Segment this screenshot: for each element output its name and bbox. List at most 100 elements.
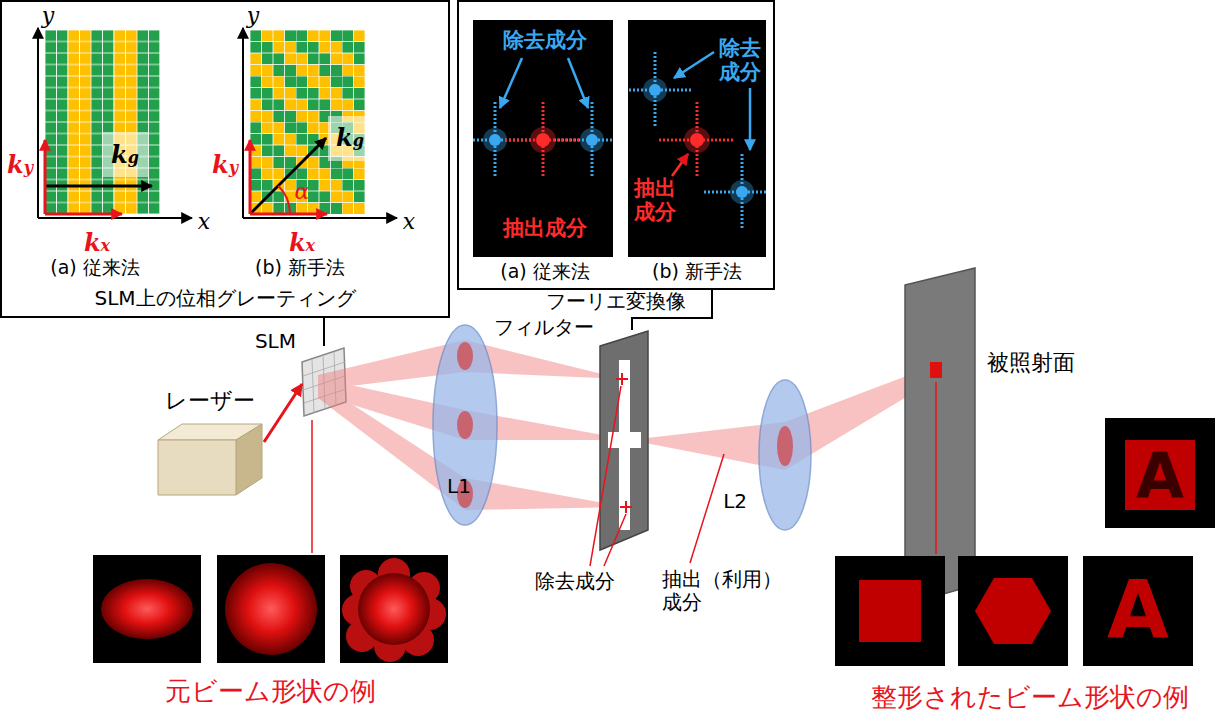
- original-beam-example: [93, 555, 448, 663]
- vector-label: ky: [7, 151, 33, 179]
- original-beam-example: [340, 555, 448, 663]
- vector-label: kg: [336, 124, 364, 152]
- laser-body: [158, 440, 236, 495]
- sub-caption: (b) 新手法: [652, 261, 742, 283]
- original-beam-example: [225, 563, 317, 655]
- shaped-beam-example: [835, 556, 945, 666]
- shaped-beam-example: [1083, 556, 1193, 666]
- leader-line: [604, 514, 626, 566]
- lens: [759, 380, 811, 530]
- example-caption: 整形されたビーム形状の例: [871, 683, 1189, 713]
- phase-grating-a: [38, 28, 192, 218]
- fourier-image-b: [659, 102, 735, 178]
- node-label: L1: [447, 475, 471, 498]
- phase-grating-a: [45, 213, 122, 216]
- laser-source: レーザー: [156, 420, 264, 497]
- shaped-beam-example: [1105, 418, 1215, 528]
- connector-arrow: [323, 318, 325, 346]
- phase-grating-b: [278, 186, 290, 214]
- fourier-image-a: [473, 102, 533, 178]
- fourier-image-b: [674, 52, 714, 78]
- node-label: フィルター: [494, 316, 594, 339]
- lens: [433, 325, 497, 525]
- fourier-image-b: [704, 154, 766, 230]
- fourier-image-b: [628, 52, 693, 128]
- shaped-beam-example: [1125, 440, 1195, 510]
- phase-grating-a: [37, 28, 39, 218]
- axis-label: x: [198, 209, 210, 234]
- shape-letter: A: [1136, 445, 1184, 507]
- vector-label: kx: [289, 229, 315, 257]
- sub-caption: (a) 従来法: [500, 261, 590, 283]
- phase-grating-b: [250, 138, 326, 214]
- shaped-beam-example: [835, 418, 1215, 666]
- phase-grating-b: [243, 217, 397, 219]
- shaped-beam-example: [859, 580, 921, 642]
- target-screen: 被照射面: [903, 266, 977, 608]
- node-label: 被照射面: [987, 350, 1075, 375]
- angle-label: α: [295, 179, 310, 204]
- component-label: 除去成分: [535, 570, 615, 593]
- vector-label: kg: [111, 141, 139, 169]
- component-label: 抽出成分: [503, 216, 587, 240]
- node-label: SLM上の位相グレーティング: [2, 287, 448, 310]
- target-screen: [905, 268, 975, 605]
- lens: L2: [759, 380, 811, 530]
- laser-body: [236, 424, 262, 495]
- phase-grating-b: [242, 28, 244, 218]
- lens: [457, 411, 473, 439]
- component-label: 除去成分: [717, 36, 763, 84]
- lens: L1: [433, 325, 497, 525]
- leader-line: [312, 382, 936, 566]
- node-label: フーリエ変換像: [439, 290, 793, 313]
- fourier-image-a: [568, 58, 588, 108]
- leader-line: [935, 382, 937, 554]
- spatial-filter: フィルター: [598, 330, 650, 552]
- node-label: L2: [723, 490, 747, 513]
- connector-arrow: [264, 384, 302, 442]
- original-beam-example: [93, 555, 201, 663]
- component-label: 抽出（利用）成分: [662, 568, 790, 614]
- phase-grating-a: [38, 217, 192, 219]
- phase-grating-a: [45, 30, 160, 214]
- phase-grating-b: [328, 116, 373, 161]
- fourier-image-b: [617, 20, 780, 257]
- shape-letter: A: [1107, 571, 1169, 651]
- fourier-image-a: [500, 58, 522, 108]
- sub-caption: (a) 従来法: [50, 257, 140, 279]
- phase-grating-b: [250, 213, 327, 216]
- fourier-image-b: [672, 154, 688, 176]
- fourier-image-a: [473, 102, 613, 178]
- leader-line: [311, 420, 313, 553]
- fourier-image-a: [457, 20, 630, 257]
- slm-device: SLM: [298, 346, 350, 418]
- axis-label: y: [247, 3, 259, 28]
- node-label: レーザー: [136, 388, 284, 413]
- fourier-image-b: [628, 20, 766, 257]
- lens: [457, 342, 473, 370]
- original-beam-example: [101, 579, 193, 639]
- phase-grating-a: [103, 132, 148, 177]
- leader-line: [590, 386, 621, 566]
- phase-grating-b: [243, 28, 397, 218]
- node-label: SLM: [255, 330, 296, 353]
- vector-label: kx: [84, 229, 110, 257]
- axis-label: y: [42, 3, 54, 28]
- leader-line: [690, 454, 724, 563]
- fourier-image-a: [505, 102, 581, 178]
- original-beam-example: [342, 558, 446, 662]
- phase-grating-a: [44, 140, 47, 214]
- original-beam-example: [358, 573, 430, 645]
- vector-label: ky: [212, 151, 238, 179]
- fourier-image-b: [749, 88, 752, 150]
- lens: [433, 325, 497, 525]
- phase-grating-a: [45, 185, 152, 188]
- example-caption: 元ビーム形状の例: [165, 677, 376, 707]
- lens: [777, 426, 793, 466]
- axis-label: x: [403, 209, 415, 234]
- component-label: 除去成分: [503, 28, 587, 52]
- sub-caption: (b) 新手法: [255, 257, 345, 279]
- lens: [759, 380, 811, 530]
- target-screen: [930, 362, 942, 378]
